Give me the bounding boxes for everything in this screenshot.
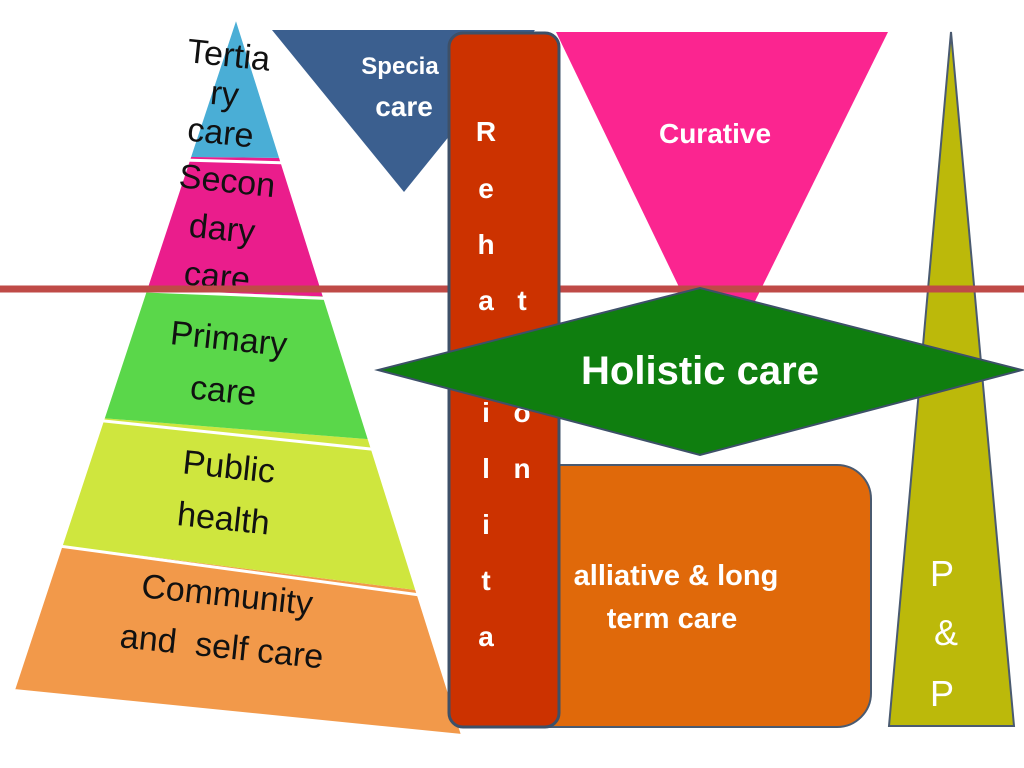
rehab-letter: i [482,397,490,428]
tertiary-line-1: Tertia [185,32,272,78]
pp-line-2: & [934,612,958,653]
tier-public-health [14,410,462,598]
rehab-letter: e [478,173,494,204]
specialist-line-1: Specia [361,53,439,80]
pp-line-1: P [930,553,954,594]
rehab-letter: l [482,453,490,484]
holistic-care-label: Holistic care [581,349,819,393]
palliative-line-2: term care [607,603,738,635]
rehab-letter: t [481,565,490,596]
rehab-letter: R [476,116,496,147]
tertiary-line-2: ry [209,74,241,115]
rehab-letter: i [482,509,490,540]
curative-label: Curative [659,118,771,149]
specialist-line-2: care [375,91,433,122]
pp-line-3: P [930,673,954,714]
tier-dividers [0,153,421,597]
rehab-letter: t [517,285,526,316]
rehab-letter: a [478,621,494,652]
tertiary-line-3: care [186,111,256,156]
rehab-letter: a [478,285,494,316]
palliative-line-1: alliative & long [574,560,779,592]
pyramid-outline [12,14,464,737]
curative-triangle [556,32,888,372]
secondary-line-2: dary [187,207,257,252]
rehab-letter: h [477,229,494,260]
primary-line-2: care [188,369,258,414]
holistic-care-diamond [374,286,1024,457]
tertiary-care-label: Tertia ry care [185,32,272,156]
rehab-letter: n [513,453,530,484]
